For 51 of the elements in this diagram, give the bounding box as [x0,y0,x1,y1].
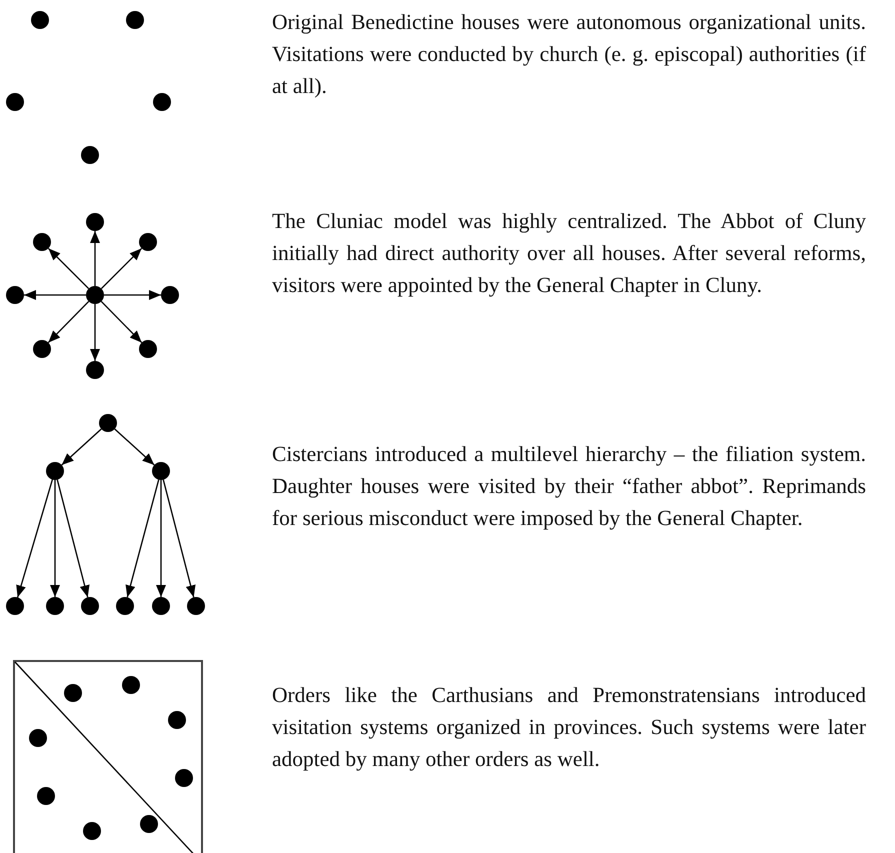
dot [139,340,157,358]
arrow [162,480,196,598]
arrow [100,300,142,344]
description-paragraph: Orders like the Carthusians and Premonstratensians introduced visitation systems organized in provinces. Such systems were later adopted by many other orders as well. [272,682,866,773]
arrow [104,290,161,300]
dot [152,597,170,615]
dot [139,233,157,251]
arrow [48,300,90,344]
dot [116,597,134,615]
dot [29,729,47,747]
arrow [61,428,102,466]
dot [6,597,24,615]
dot [37,787,55,805]
arrow [24,290,86,300]
description-paragraph: The Cluniac model was highly centralized. The Abbot of Cluny initially had direct authority over all houses. After several reforms, visitors were appointed by the General Chapter in Cluny. [272,208,866,299]
dot [168,711,186,729]
arrow [56,480,90,598]
arrow [156,480,166,597]
arrow [16,479,54,598]
description-paragraph: Cistercians introduced a multilevel hierarchy – the filiation system. Daughter houses were visited by their “father abbot”. Reprimands for serious misconduct were imposed by the General Chapter. [272,441,866,532]
dot [153,93,171,111]
dot [33,340,51,358]
dot [152,462,170,480]
arrow [126,480,160,598]
arrow [50,480,60,597]
dot [31,11,49,29]
dot [46,462,64,480]
dot [81,146,99,164]
dot [175,769,193,787]
arrow [114,428,155,466]
dot [46,597,64,615]
dot [86,286,104,304]
arrow [90,304,100,361]
dot [126,11,144,29]
dot [122,676,140,694]
arrow [48,248,90,290]
dot [83,822,101,840]
dot [6,93,24,111]
dot [161,286,179,304]
dot [81,597,99,615]
dot [140,815,158,833]
dot [99,414,117,432]
dot [33,233,51,251]
description-paragraph: Original Benedictine houses were autonomous organizational units. Visitations were conducted by church (e. g. episcopal) authorities (if at all). [272,9,866,100]
dot [64,684,82,702]
dot [86,213,104,231]
dot [6,286,24,304]
arrow [100,248,142,290]
dot [86,361,104,379]
dot [187,597,205,615]
arrow [90,231,100,286]
